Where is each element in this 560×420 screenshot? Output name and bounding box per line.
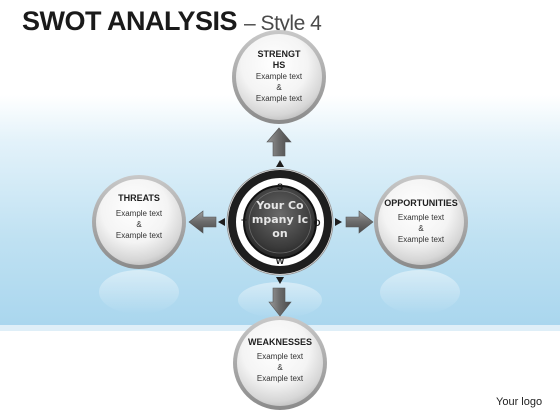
threats-heading: THREATS xyxy=(118,193,160,203)
slide-title: SWOT ANALYSIS – Style 4 xyxy=(22,6,322,37)
threats-node: THREATS Example text & Example text xyxy=(99,193,179,241)
threats-line2: & xyxy=(136,220,142,229)
opportunities-line2: & xyxy=(418,224,424,233)
strength-line1: Example text xyxy=(255,72,303,81)
opportunities-bubble xyxy=(374,175,468,269)
pointer-top xyxy=(276,160,284,167)
opportunities-line3: Example text xyxy=(397,235,445,244)
title-subtitle: – Style 4 xyxy=(244,12,322,35)
weaknesses-line1: Example text xyxy=(256,352,304,361)
opportunities-line1: Example text xyxy=(397,213,445,222)
arrow-up xyxy=(266,127,292,157)
company-icon-placeholder: Your Company Icon xyxy=(251,199,309,240)
reflections xyxy=(99,270,460,318)
letter-w: W xyxy=(275,256,285,266)
pointer-bottom xyxy=(276,277,284,284)
pointer-right xyxy=(335,218,342,226)
weaknesses-line2: & xyxy=(277,363,283,372)
opportunities-heading: OPPORTUNITIES xyxy=(384,198,458,208)
letter-o: O xyxy=(313,218,321,228)
arrow-right xyxy=(345,210,374,234)
title-main: SWOT ANALYSIS xyxy=(22,6,238,36)
weaknesses-node: WEAKNESSES Example text & Example text xyxy=(240,337,320,384)
arrow-down xyxy=(268,287,292,317)
weaknesses-bubble xyxy=(233,316,327,410)
letter-s: S xyxy=(276,182,283,192)
threats-line1: Example text xyxy=(115,209,163,218)
letter-t: T xyxy=(241,218,247,228)
footer-logo-text: Your logo xyxy=(496,396,543,408)
strength-bubble xyxy=(232,30,326,124)
center-compass xyxy=(218,160,342,284)
weaknesses-line3: Example text xyxy=(256,374,304,383)
threats-line3: Example text xyxy=(115,231,163,240)
opportunities-node: OPPORTUNITIES Example text & Example tex… xyxy=(379,198,463,245)
strength-line2: & xyxy=(276,83,282,92)
threats-bubble xyxy=(92,175,186,269)
pointer-left xyxy=(218,218,225,226)
strength-node: STRENGTHS Example text & Example text xyxy=(239,49,319,104)
arrow-left xyxy=(188,210,217,234)
strength-line3: Example text xyxy=(255,94,303,103)
strength-heading: STRENGTHS xyxy=(257,49,301,70)
weaknesses-heading: WEAKNESSES xyxy=(247,337,312,347)
